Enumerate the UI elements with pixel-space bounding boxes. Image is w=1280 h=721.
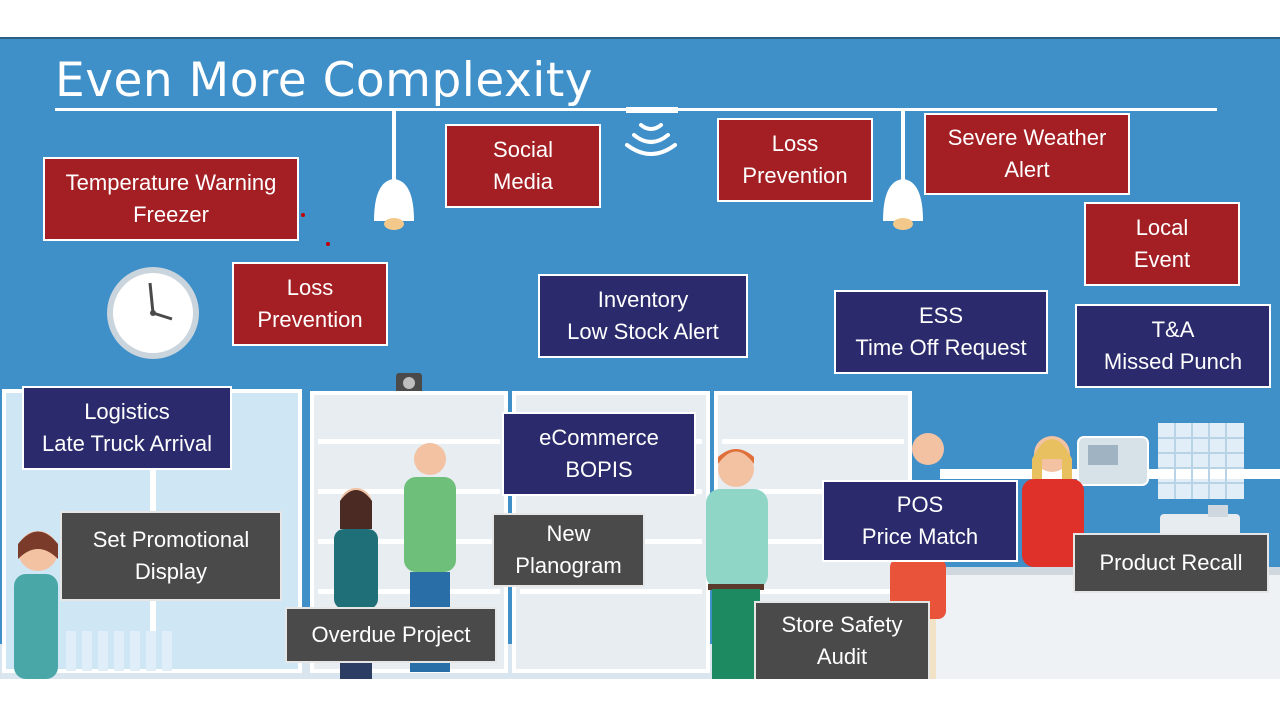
pendant-lamp-icon xyxy=(374,111,414,230)
card-line: Loss xyxy=(286,275,334,300)
card-line: eCommerce xyxy=(539,425,659,450)
card-line: Planogram xyxy=(515,553,622,578)
card-line: Local xyxy=(1135,215,1189,240)
card-line: Time Off Request xyxy=(855,335,1027,360)
card-line: Social xyxy=(493,137,553,162)
shopper-figure xyxy=(14,531,58,679)
card-product-recall: Product Recall xyxy=(1073,533,1269,593)
card-line: ESS xyxy=(918,303,964,328)
pendant-lamp-icon xyxy=(883,111,923,230)
card-line: Freezer xyxy=(133,202,209,227)
card-line: POS xyxy=(896,492,944,517)
card-line: Temperature Warning xyxy=(65,170,277,195)
card-line: Set Promotional xyxy=(92,527,250,552)
card-line: BOPIS xyxy=(565,457,633,482)
cashier-figure xyxy=(1022,436,1084,567)
card-line: Event xyxy=(1133,247,1191,272)
clock-icon xyxy=(107,267,199,359)
security-camera-icon xyxy=(396,373,422,393)
card-line: Missed Punch xyxy=(1103,349,1243,374)
slide-canvas: Even More Complexity Temperature Warning… xyxy=(0,37,1280,679)
slide-title: Even More Complexity xyxy=(55,53,594,108)
card-line: Product Recall xyxy=(1099,550,1243,575)
card-line: Severe Weather xyxy=(947,125,1107,150)
card-ta: T&A Missed Punch xyxy=(1075,304,1271,388)
card-line: Media xyxy=(493,169,553,194)
calendar-icon xyxy=(1158,423,1244,499)
card-overdue-project: Overdue Project xyxy=(285,607,497,663)
employee-figure xyxy=(706,449,768,679)
card-pos: POS Price Match xyxy=(822,480,1018,562)
card-line: Low Stock Alert xyxy=(567,319,719,344)
card-line: Store Safety xyxy=(781,612,903,637)
card-line: Audit xyxy=(816,644,868,669)
card-line: Loss xyxy=(771,131,819,156)
card-line: Prevention xyxy=(257,307,363,332)
phone-icon xyxy=(1077,436,1149,486)
card-line: Inventory xyxy=(597,287,689,312)
card-line: Logistics xyxy=(84,399,170,424)
card-line: Display xyxy=(134,559,208,584)
card-ess: ESS Time Off Request xyxy=(834,290,1048,374)
card-line: Late Truck Arrival xyxy=(42,431,212,456)
card-line: Overdue Project xyxy=(311,622,471,647)
card-line: Prevention xyxy=(742,163,848,188)
card-line: T&A xyxy=(1151,317,1195,342)
card-line: Price Match xyxy=(861,524,979,549)
wifi-icon xyxy=(625,107,678,156)
card-line: Alert xyxy=(1004,157,1050,182)
title-underline xyxy=(55,108,1217,111)
card-line: New xyxy=(546,521,591,546)
